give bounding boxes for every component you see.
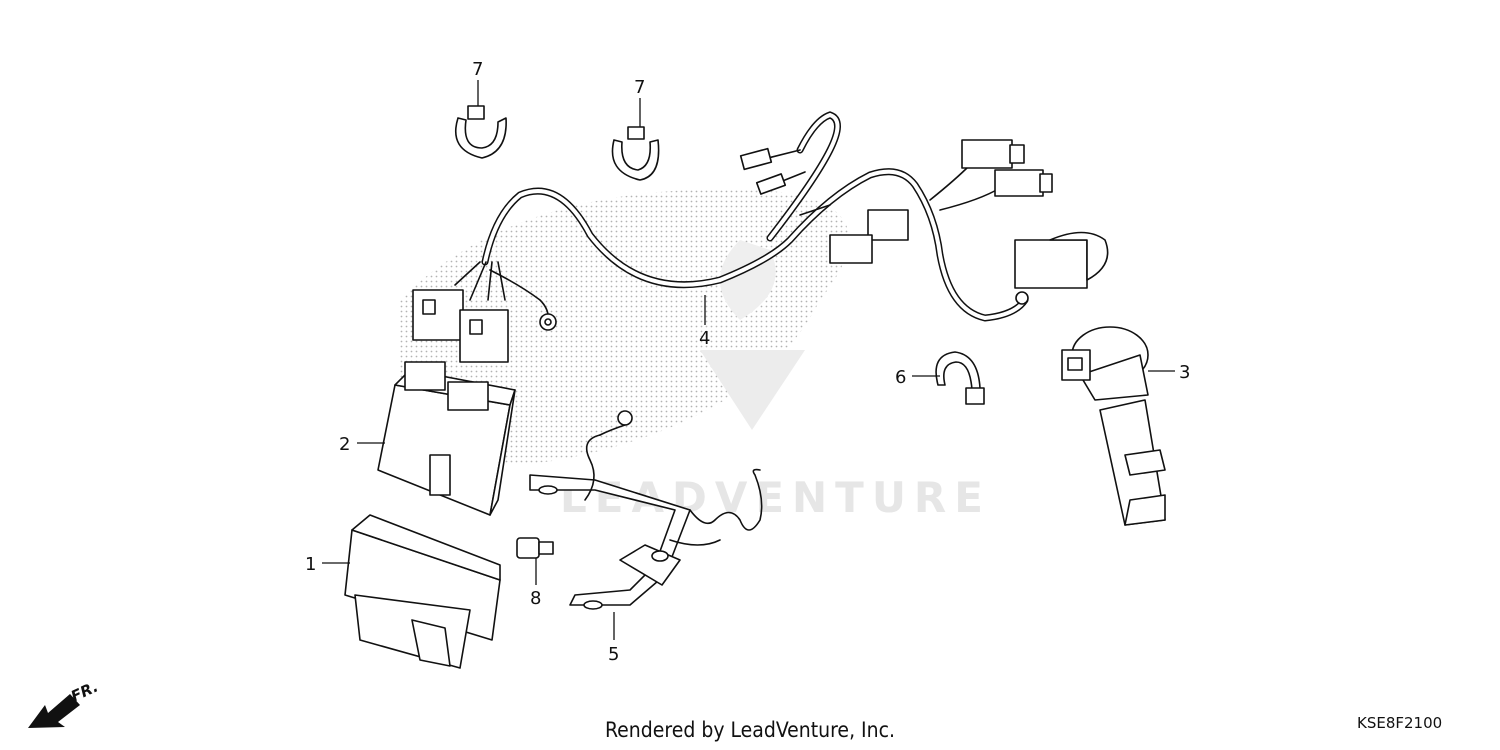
callout-3: 3 (1179, 362, 1190, 383)
callout-4: 4 (699, 328, 710, 349)
render-credit: Rendered by LeadVenture, Inc. (605, 718, 895, 742)
part-5-bracket (529, 410, 763, 610)
callout-8: 8 (530, 588, 541, 609)
callout-6: 6 (895, 367, 906, 388)
callout-7-left: 7 (472, 59, 483, 80)
callout-5: 5 (608, 644, 619, 665)
part-2-control-unit (377, 361, 516, 516)
callout-1: 1 (305, 554, 316, 575)
callouts: 1 2 3 4 5 6 7 7 8 (305, 59, 1190, 665)
callout-2: 2 (339, 434, 350, 455)
leader-lines (322, 80, 1175, 640)
part-6-cable-tie (935, 351, 985, 405)
diagram-code: KSE8F2100 (1357, 714, 1443, 732)
part-8-bolt (516, 537, 554, 559)
part-4-wire-harness (412, 111, 1109, 363)
part-1-rubber-cover (344, 514, 501, 669)
part-7-cable-tie-left (454, 105, 507, 159)
front-arrow-icon (28, 694, 80, 728)
callout-7-right: 7 (634, 77, 645, 98)
front-direction-label: FR. (68, 678, 101, 706)
part-3-ignition-coil (1061, 326, 1166, 526)
part-7-cable-tie-right (611, 126, 660, 181)
